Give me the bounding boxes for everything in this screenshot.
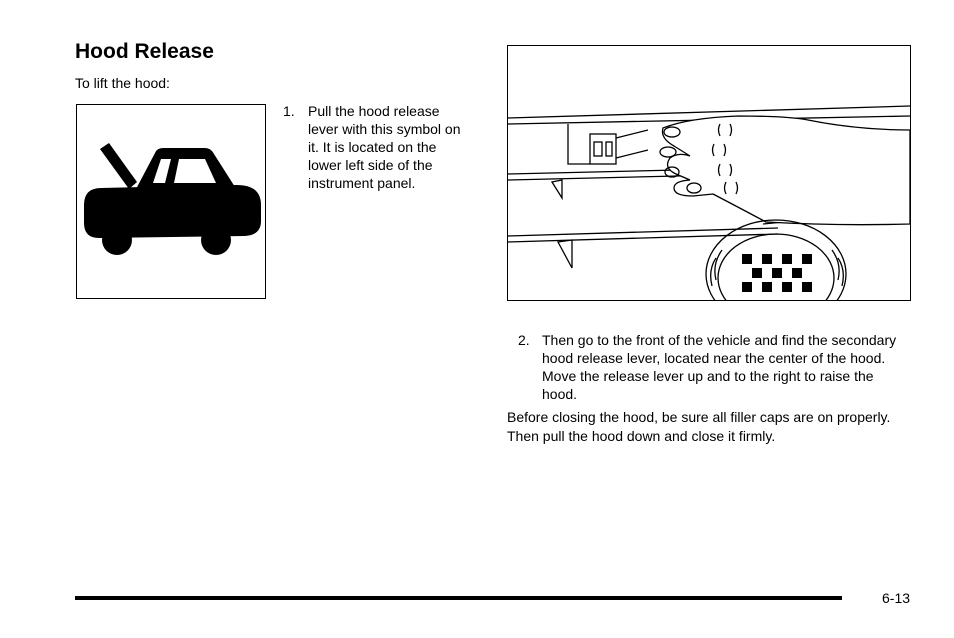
footer-rule <box>75 596 842 600</box>
closing-paragraph: Before closing the hood, be sure all fil… <box>507 409 891 444</box>
page-number: 6-13 <box>882 590 911 606</box>
step-2-text: Then go to the front of the vehicle and … <box>542 332 897 402</box>
step-2-number: 2. <box>518 332 530 348</box>
step-1-text: Pull the hood release lever with this sy… <box>308 103 461 191</box>
hood-release-symbol-frame <box>76 104 266 299</box>
section-heading: Hood Release <box>75 40 214 63</box>
secondary-hood-release-illustration-frame <box>507 45 911 301</box>
intro-text: To lift the hood: <box>75 75 170 91</box>
hood-open-car-icon <box>84 143 261 255</box>
step-1-number: 1. <box>283 103 295 119</box>
hand-on-secondary-hood-release-illustration <box>508 105 910 300</box>
